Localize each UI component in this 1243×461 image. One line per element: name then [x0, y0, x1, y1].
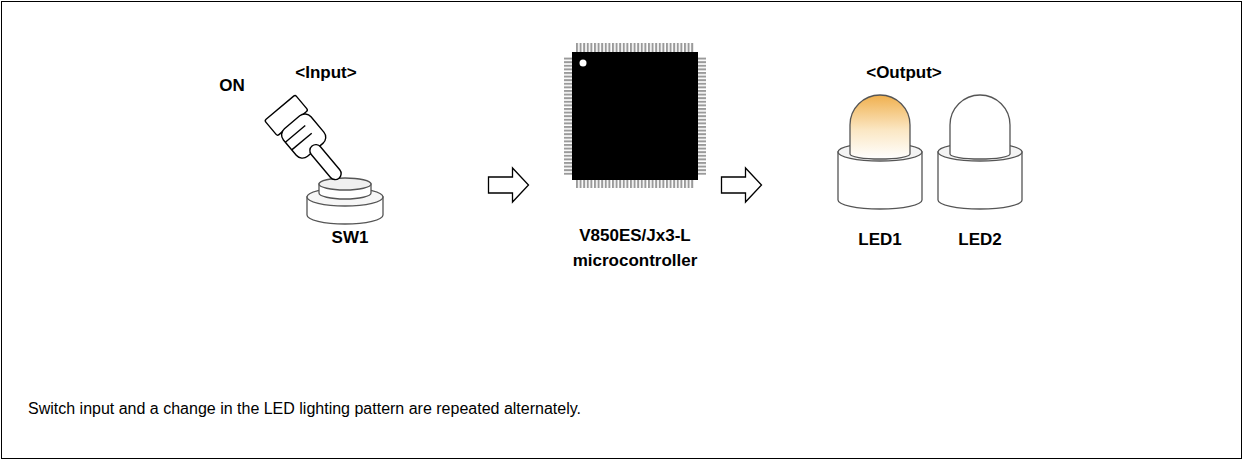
part-name: LED2	[900, 229, 1060, 251]
hand-symbol	[265, 95, 355, 191]
caption-anchor: Switch input and a change in the LED lig…	[28, 398, 581, 420]
caption: Switch input and a change in the LED lig…	[28, 398, 581, 420]
region-circle	[195, 10, 457, 272]
input-region: <Input>	[195, 10, 457, 272]
part-name: LED1	[800, 229, 960, 251]
chip-symbol	[564, 43, 706, 188]
block-arrow	[489, 168, 529, 202]
part-name: SW1	[270, 227, 430, 249]
region-outline	[196, 11, 456, 271]
microcontroller-block: V850ES/Jx3-L microcontroller	[560, 35, 710, 279]
led-symbol	[838, 95, 922, 209]
switch-symbol	[307, 178, 383, 224]
switch-state-label: ON	[152, 75, 312, 97]
label-anchor: LED1	[800, 229, 960, 251]
block-arrow	[722, 168, 762, 202]
label-anchor: SW1	[270, 227, 430, 249]
label-anchor: LED2	[900, 229, 1060, 251]
node-heading: V850ES/Jx3-L microcontroller	[560, 223, 710, 273]
led-symbol	[938, 95, 1022, 209]
label-anchor: ON	[152, 75, 312, 97]
node-heading: <Output>	[773, 60, 1035, 85]
